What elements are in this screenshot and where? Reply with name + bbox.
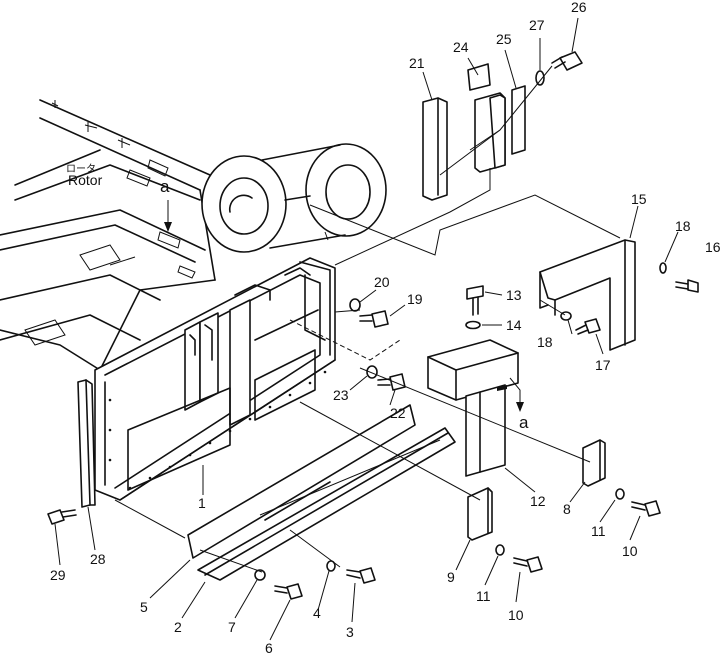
rotor-drums [201, 143, 387, 253]
part-label-15: 15 [631, 191, 647, 207]
part-label-10-right: 10 [622, 543, 638, 559]
side-strip [77, 379, 96, 508]
part-label-2: 2 [174, 619, 182, 635]
part-label-18-left: 18 [537, 334, 553, 350]
bottom-plates [187, 404, 456, 581]
part-label-18-right: 18 [675, 218, 691, 234]
view-reference-a-bottom: a [519, 413, 529, 432]
machine-frame-background: ロータ Rotor a [0, 99, 216, 371]
part-label-20: 20 [374, 274, 390, 290]
main-housing [94, 257, 336, 501]
reference-lines [114, 65, 621, 573]
part-label-7: 7 [228, 619, 236, 635]
part-label-9: 9 [447, 569, 455, 585]
part-label-17: 17 [595, 357, 611, 373]
part-label-8: 8 [563, 501, 571, 517]
part-label-11-right: 11 [591, 523, 606, 539]
bracket-assembly [539, 239, 636, 351]
part-label-26: 26 [571, 0, 587, 15]
part-label-25: 25 [496, 31, 512, 47]
part-label-21: 21 [409, 55, 425, 71]
view-reference-a-top: a [160, 177, 170, 196]
part-label-27: 27 [529, 17, 545, 33]
housing-rivets [108, 370, 327, 490]
part-label-29: 29 [50, 567, 66, 583]
upper-plates [422, 63, 526, 201]
rotor-label: Rotor [68, 172, 103, 188]
part-label-24: 24 [453, 39, 469, 55]
lower-clips [467, 439, 606, 541]
part-label-14: 14 [506, 317, 522, 333]
part-label-13: 13 [506, 287, 522, 303]
part-label-19: 19 [407, 291, 423, 307]
fasteners [47, 51, 699, 600]
part-label-11-bottom: 11 [476, 588, 491, 604]
part-label-1: 1 [198, 495, 206, 511]
part-label-22: 22 [390, 405, 406, 421]
part-label-3: 3 [346, 624, 354, 640]
part-label-5: 5 [140, 599, 148, 615]
part-label-4: 4 [313, 605, 321, 621]
part-number-labels: 1 2 3 4 5 6 7 8 9 10 10 11 11 12 13 14 1… [50, 0, 721, 655]
part-label-28: 28 [90, 551, 106, 567]
part-label-10-bottom: 10 [508, 607, 524, 623]
block-assembly: a [427, 285, 529, 477]
part-label-23: 23 [333, 387, 349, 403]
part-label-6: 6 [265, 640, 273, 655]
rotor-label-japanese: ロータ [66, 163, 96, 175]
part-label-12: 12 [530, 493, 546, 509]
page-edge-label: 16 [705, 239, 721, 255]
leader-lines [54, 17, 679, 641]
